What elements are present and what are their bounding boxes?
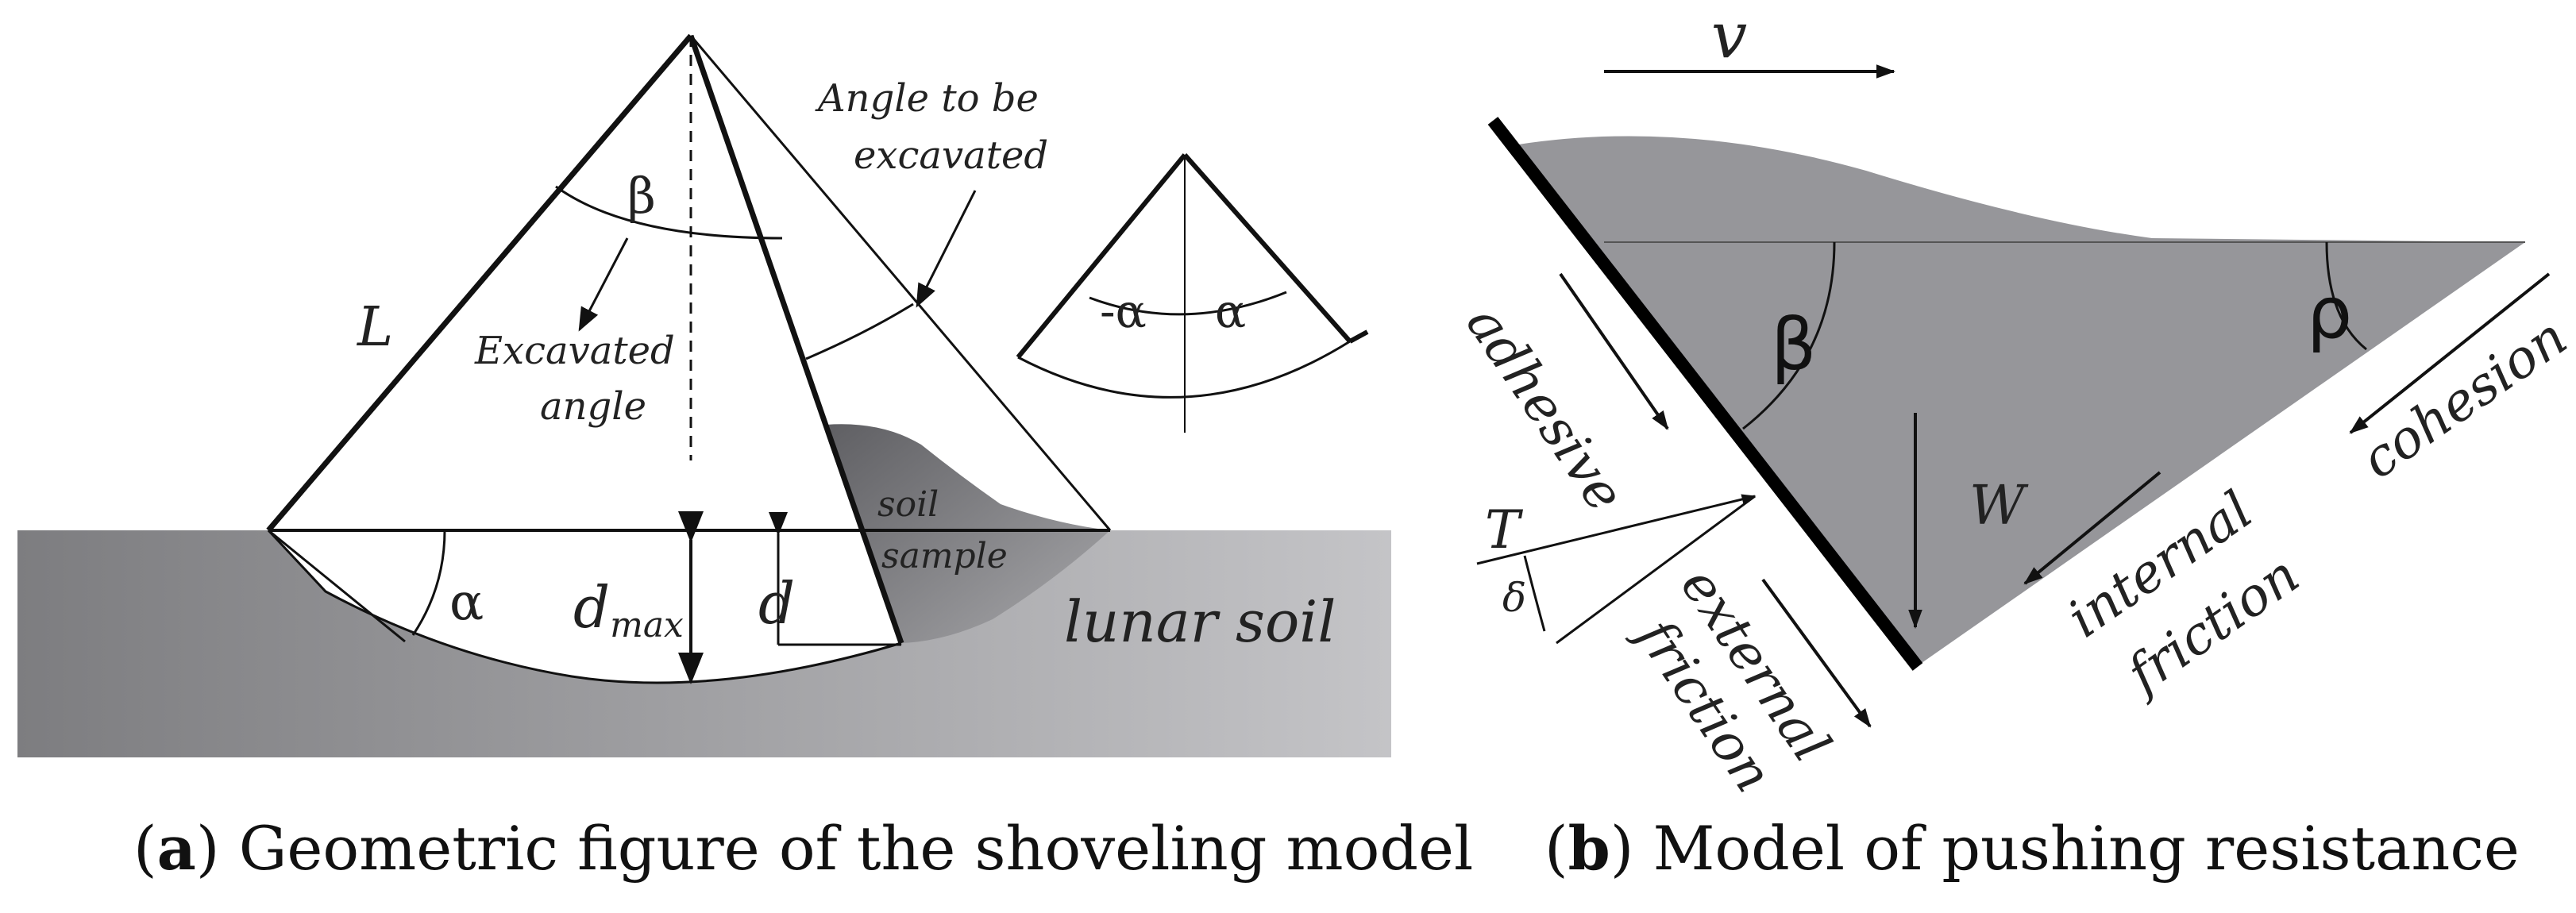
label-W: W — [1969, 475, 2029, 537]
label-dmax: dmax — [573, 574, 684, 645]
beta-arc-b — [1742, 241, 1836, 430]
caption-b: (b) Model of pushing resistance — [1544, 813, 2520, 884]
excavated-angle-line1: Excavated — [474, 329, 675, 373]
inset-neg-alpha: -α — [1100, 284, 1147, 338]
bucket-right-edge — [688, 34, 904, 645]
panel-a: L β α dmax d Angle to be excavated Excav… — [17, 33, 1473, 884]
soil-sample-line2: sample — [881, 536, 1008, 576]
angle-to-be-excavated-line1: Angle to be — [815, 76, 1039, 121]
label-v: v — [1711, 0, 1747, 72]
soil-sample-line1: soil — [877, 484, 939, 525]
delta-arc — [1523, 555, 1546, 632]
label-T: T — [1485, 499, 1524, 561]
caption-a: (a) Geometric figure of the shoveling mo… — [133, 813, 1473, 884]
inset-sector: -α α — [1016, 153, 1369, 433]
excavate-arc — [805, 302, 914, 360]
cohesion-arrow — [2349, 272, 2551, 434]
beta-arc — [555, 185, 783, 240]
lunar-soil-label: lunar soil — [1064, 588, 1336, 655]
bucket-left-edge — [266, 33, 693, 533]
adhesive-arrow — [1559, 272, 1669, 430]
bucket-plate — [1487, 117, 1923, 671]
sector-arc — [267, 529, 902, 684]
label-L: L — [356, 296, 393, 359]
thrust-normal-line — [1556, 495, 1756, 645]
thrust-arrow — [1476, 494, 1757, 565]
label-beta-b: β — [1771, 303, 1816, 387]
rho-arc — [2325, 241, 2367, 351]
inset-alpha: α — [1215, 284, 1246, 338]
excavated-angle-line2: angle — [540, 384, 646, 429]
external-friction-arrow — [1761, 578, 1872, 728]
angle-to-be-excavated-arrow — [916, 190, 977, 308]
alpha-ray — [268, 529, 406, 643]
alpha-arc — [411, 530, 446, 636]
label-delta: δ — [1502, 575, 1526, 621]
soil-sample-region — [826, 424, 1110, 643]
internal-friction-arrow — [2023, 471, 2161, 585]
angle-to-be-excavated-line2: excavated — [854, 133, 1048, 178]
label-alpha-a: α — [449, 573, 484, 632]
panel-b: v β ρ W adhesive T δ external friction i… — [1455, 0, 2576, 884]
label-d: d — [758, 570, 795, 637]
soil-wedge — [1518, 136, 2525, 663]
rotation-limit-line — [689, 35, 1112, 531]
label-rho: ρ — [2307, 272, 2352, 355]
excavated-angle-arrow — [578, 237, 629, 332]
label-beta-a: β — [627, 167, 656, 225]
adhesive-label: adhesive — [1455, 295, 1637, 522]
